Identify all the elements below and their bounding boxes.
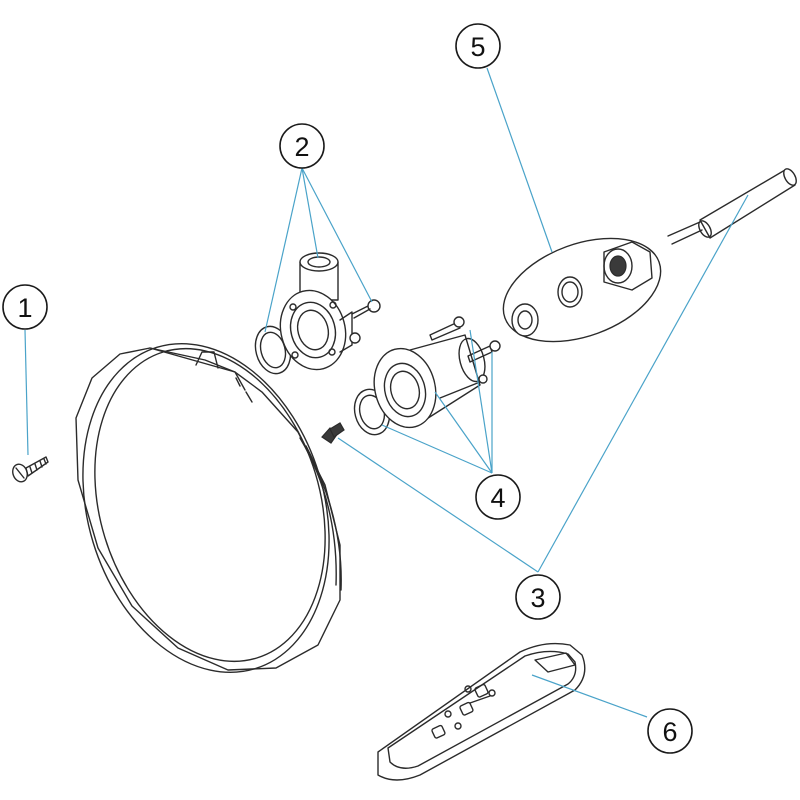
leader-4d (469, 329, 493, 474)
leader-4a (381, 424, 493, 474)
niche-fitting-icon (254, 252, 381, 375)
callout-5-label: 5 (470, 32, 485, 62)
callout-6: 6 (647, 708, 693, 754)
lamp-housing-icon (75, 342, 342, 674)
callout-4-label: 4 (490, 483, 505, 513)
callout-2: 2 (279, 123, 325, 169)
callout-1: 1 (2, 284, 48, 330)
leader-lines (24, 67, 749, 718)
callout-1-label: 1 (17, 293, 32, 323)
leader-5 (486, 67, 553, 253)
callout-3-label: 3 (530, 583, 545, 613)
leader-4b (434, 391, 493, 474)
callout-5: 5 (455, 23, 501, 69)
cable-gland-icon (502, 237, 662, 343)
bolt-and-cable-icon (321, 168, 797, 444)
leader-1 (24, 329, 29, 456)
leader-2b (301, 167, 319, 259)
leader-2c (301, 167, 373, 303)
callout-6-label: 6 (662, 717, 677, 747)
connector-fitting-icon (353, 316, 501, 436)
screw-icon (12, 456, 49, 483)
leader-2a (264, 167, 303, 333)
leader-3a (337, 437, 539, 573)
remote-control-icon (377, 642, 586, 781)
callout-4: 4 (475, 474, 521, 520)
callout-3: 3 (515, 574, 561, 620)
leader-3b (537, 194, 749, 573)
leader-6 (531, 674, 648, 718)
callout-2-label: 2 (294, 132, 309, 162)
